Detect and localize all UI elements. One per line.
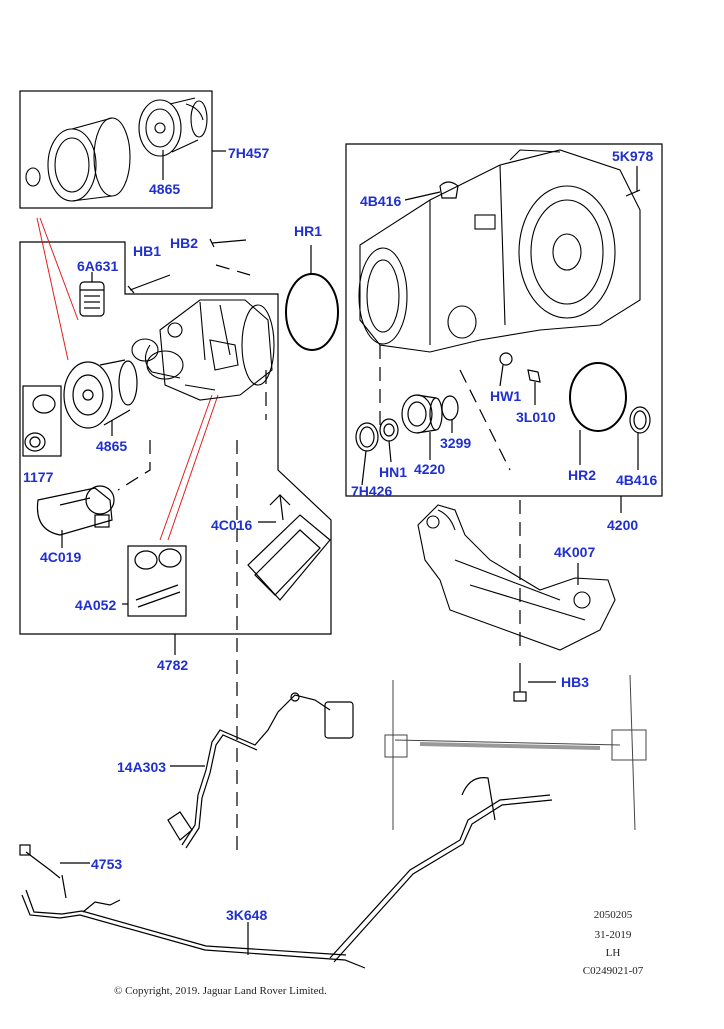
callout-HB3[interactable]: HB3 <box>561 674 590 690</box>
drawing-date: 31-2019 <box>594 929 632 941</box>
callout-7H457[interactable]: 7H457 <box>228 145 270 161</box>
box-4A052 <box>127 545 187 617</box>
bearing-4220 <box>401 394 443 460</box>
callout-4B416-bot[interactable]: 4B416 <box>616 472 658 488</box>
callout-HB1[interactable]: HB1 <box>133 243 162 259</box>
bolt-HB1 <box>127 274 171 294</box>
box-4200 <box>345 143 663 497</box>
oring-HR1 <box>285 273 339 351</box>
bolt-5K978 <box>625 189 641 197</box>
plug-3L010 <box>527 369 541 383</box>
seal-4B416-bot <box>629 406 651 434</box>
box-1177 <box>22 385 62 457</box>
driveline-schematic <box>384 674 647 831</box>
callout-5K978[interactable]: 5K978 <box>612 148 654 164</box>
callout-6A631[interactable]: 6A631 <box>77 258 119 274</box>
drawing-side: LH <box>605 947 621 959</box>
callout-4C016[interactable]: 4C016 <box>211 517 253 533</box>
washer-HW1 <box>499 352 513 366</box>
bolt-HB2 <box>209 238 247 248</box>
wiring-harness-14A303 <box>167 692 354 849</box>
actuator-4C019 <box>36 485 115 536</box>
callout-4865-mid[interactable]: 4865 <box>96 438 128 454</box>
filter-part <box>79 281 105 317</box>
callout-1177[interactable]: 1177 <box>23 469 54 485</box>
copyright-notice: © Copyright, 2019. Jaguar Land Rover Lim… <box>114 985 327 997</box>
callout-4782[interactable]: 4782 <box>157 657 189 673</box>
callout-HR2[interactable]: HR2 <box>568 467 597 483</box>
bearing-sleeve-part <box>25 117 131 202</box>
callout-4C019[interactable]: 4C019 <box>40 549 82 565</box>
drawing-number: 2050205 <box>593 909 633 921</box>
callout-7H426[interactable]: 7H426 <box>351 483 393 499</box>
bolt-4753 <box>19 844 67 899</box>
callout-HW1[interactable]: HW1 <box>490 388 522 404</box>
bearing-3299 <box>441 395 459 433</box>
seals-7H426 <box>355 418 399 486</box>
oring-HR2 <box>569 362 627 432</box>
callout-14A303[interactable]: 14A303 <box>117 759 167 775</box>
box-4782 <box>19 241 332 635</box>
callout-HN1[interactable]: HN1 <box>379 464 408 480</box>
solenoid-4C016 <box>247 494 331 601</box>
transfer-case-body <box>131 299 275 401</box>
callout-3L010[interactable]: 3L010 <box>516 409 556 425</box>
callout-4753[interactable]: 4753 <box>91 856 123 872</box>
crossmember-4K007 <box>417 504 616 651</box>
differential-housing <box>358 149 641 353</box>
drawing-reference: C0249021-07 <box>582 965 644 977</box>
callout-4220[interactable]: 4220 <box>414 461 446 477</box>
coupling-part-top <box>138 97 208 157</box>
callout-4200[interactable]: 4200 <box>607 517 639 533</box>
pipe-3K648 <box>21 777 553 969</box>
callout-HB2[interactable]: HB2 <box>170 235 199 251</box>
callout-3K648[interactable]: 3K648 <box>226 907 268 923</box>
callout-3299[interactable]: 3299 <box>440 435 472 451</box>
callout-4865-top[interactable]: 4865 <box>149 181 181 197</box>
coupling-part-mid <box>63 359 138 429</box>
box-7H457 <box>19 90 213 209</box>
callout-4K007[interactable]: 4K007 <box>554 544 596 560</box>
callout-4B416-top[interactable]: 4B416 <box>360 193 402 209</box>
bolt-HB3 <box>513 663 556 702</box>
callout-4A052[interactable]: 4A052 <box>75 597 117 613</box>
seal-4B416-top <box>439 181 459 199</box>
callout-HR1[interactable]: HR1 <box>294 223 323 239</box>
